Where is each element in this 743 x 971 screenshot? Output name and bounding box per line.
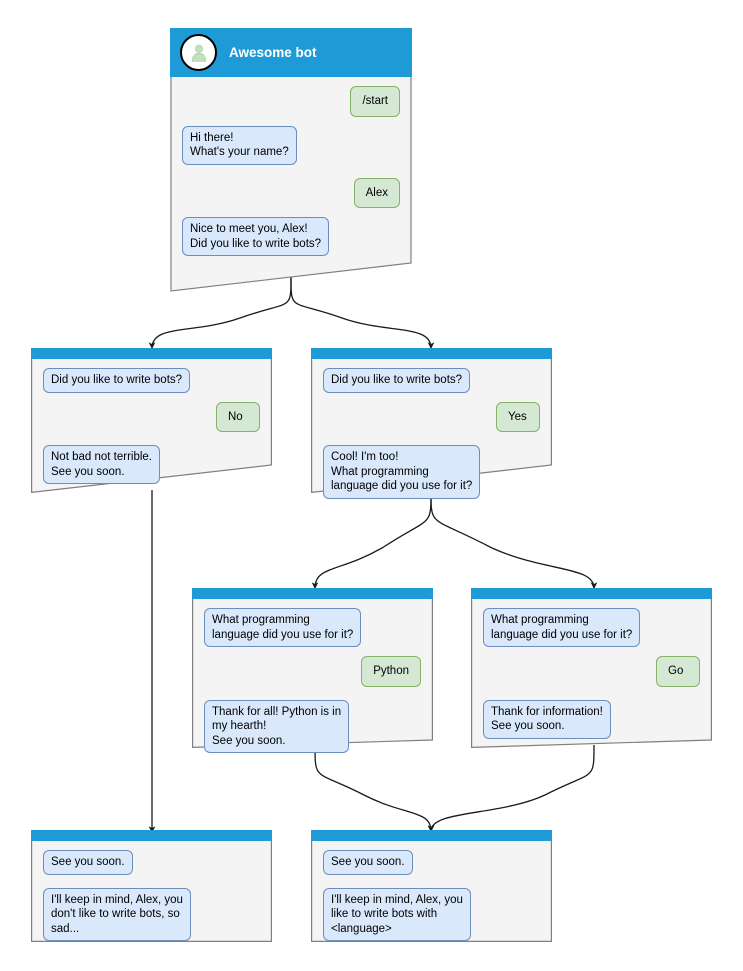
chat-transcript: Did you like to write bots? No Not bad n… bbox=[31, 359, 272, 493]
user-message-bubble[interactable]: Yes bbox=[496, 401, 540, 432]
message-row: See you soon. bbox=[43, 850, 260, 875]
edge-go-to-end-happy bbox=[427, 744, 595, 833]
end-sad-node[interactable]: See you soon. I'll keep in mind, Alex, y… bbox=[31, 830, 272, 942]
end-happy-node[interactable]: See you soon. I'll keep in mind, Alex, y… bbox=[311, 830, 552, 942]
node-header bbox=[31, 348, 272, 359]
message-row: What programming language did you use fo… bbox=[204, 608, 421, 647]
chat-transcript: /start Hi there! What's your name? Alex … bbox=[170, 77, 412, 265]
node-header bbox=[192, 588, 433, 599]
root-start-node[interactable]: Awesome bot /start Hi there! What's your… bbox=[170, 28, 412, 292]
chat-transcript: Did you like to write bots? Yes Cool! I'… bbox=[311, 359, 552, 508]
bot-message-bubble[interactable]: I'll keep in mind, Alex, you like to wri… bbox=[323, 887, 471, 941]
message-row: Yes bbox=[323, 401, 540, 432]
bot-message-bubble[interactable]: See you soon. bbox=[323, 850, 413, 875]
bot-message-bubble[interactable]: Not bad not terrible. See you soon. bbox=[43, 445, 161, 484]
bot-message-bubble[interactable]: Nice to meet you, Alex! Did you like to … bbox=[182, 217, 330, 256]
go-branch-node[interactable]: What programming language did you use fo… bbox=[471, 588, 712, 748]
message-row: Nice to meet you, Alex! Did you like to … bbox=[182, 217, 400, 256]
message-row: Go bbox=[483, 656, 700, 687]
chat-transcript: What programming language did you use fo… bbox=[471, 599, 712, 748]
bot-message-bubble[interactable]: Did you like to write bots? bbox=[43, 368, 191, 393]
node-header: Awesome bot bbox=[170, 28, 412, 77]
message-row: Did you like to write bots? bbox=[43, 368, 260, 393]
message-row: Thank for information! See you soon. bbox=[483, 699, 700, 739]
message-row: I'll keep in mind, Alex, you like to wri… bbox=[323, 887, 540, 941]
chat-transcript: See you soon. I'll keep in mind, Alex, y… bbox=[311, 841, 552, 950]
bot-name-label: Awesome bot bbox=[229, 45, 317, 60]
person-glyph bbox=[191, 44, 206, 62]
user-message-bubble[interactable]: Python bbox=[361, 656, 421, 687]
bot-message-bubble[interactable]: I'll keep in mind, Alex, you don't like … bbox=[43, 887, 191, 941]
node-header bbox=[471, 588, 712, 599]
bot-message-bubble[interactable]: See you soon. bbox=[43, 850, 133, 875]
bot-message-bubble[interactable]: Cool! I'm too! What programming language… bbox=[323, 445, 481, 499]
message-row: I'll keep in mind, Alex, you don't like … bbox=[43, 887, 260, 941]
user-avatar-icon bbox=[180, 34, 217, 71]
message-row: No bbox=[43, 401, 260, 432]
bot-message-bubble[interactable]: What programming language did you use fo… bbox=[483, 608, 641, 647]
message-row: Did you like to write bots? bbox=[323, 368, 540, 393]
node-header bbox=[31, 830, 272, 841]
user-message-bubble[interactable]: /start bbox=[350, 86, 400, 117]
python-branch-node[interactable]: What programming language did you use fo… bbox=[192, 588, 433, 753]
message-row: /start bbox=[182, 86, 400, 117]
user-message-bubble[interactable]: Alex bbox=[353, 177, 400, 208]
bot-message-bubble[interactable]: What programming language did you use fo… bbox=[204, 608, 362, 647]
message-row: Hi there! What's your name? bbox=[182, 125, 400, 165]
bot-message-bubble[interactable]: Thank for all! Python is in my hearth! S… bbox=[204, 699, 350, 753]
chat-transcript: What programming language did you use fo… bbox=[192, 599, 433, 762]
user-message-bubble[interactable]: No bbox=[216, 401, 260, 432]
message-row: Cool! I'm too! What programming language… bbox=[323, 445, 540, 499]
message-row: See you soon. bbox=[323, 850, 540, 875]
node-header bbox=[311, 348, 552, 359]
node-header bbox=[311, 830, 552, 841]
message-row: What programming language did you use fo… bbox=[483, 608, 700, 647]
message-row: Python bbox=[204, 656, 421, 687]
chat-transcript: See you soon. I'll keep in mind, Alex, y… bbox=[31, 841, 272, 950]
no-branch-node[interactable]: Did you like to write bots? No Not bad n… bbox=[31, 348, 272, 493]
yes-branch-node[interactable]: Did you like to write bots? Yes Cool! I'… bbox=[311, 348, 552, 499]
bot-message-bubble[interactable]: Thank for information! See you soon. bbox=[483, 699, 611, 739]
message-row: Not bad not terrible. See you soon. bbox=[43, 445, 260, 484]
bot-message-bubble[interactable]: Hi there! What's your name? bbox=[182, 125, 297, 165]
message-row: Alex bbox=[182, 177, 400, 208]
user-message-bubble[interactable]: Go bbox=[656, 656, 700, 687]
message-row: Thank for all! Python is in my hearth! S… bbox=[204, 699, 421, 753]
bot-message-bubble[interactable]: Did you like to write bots? bbox=[323, 368, 471, 393]
